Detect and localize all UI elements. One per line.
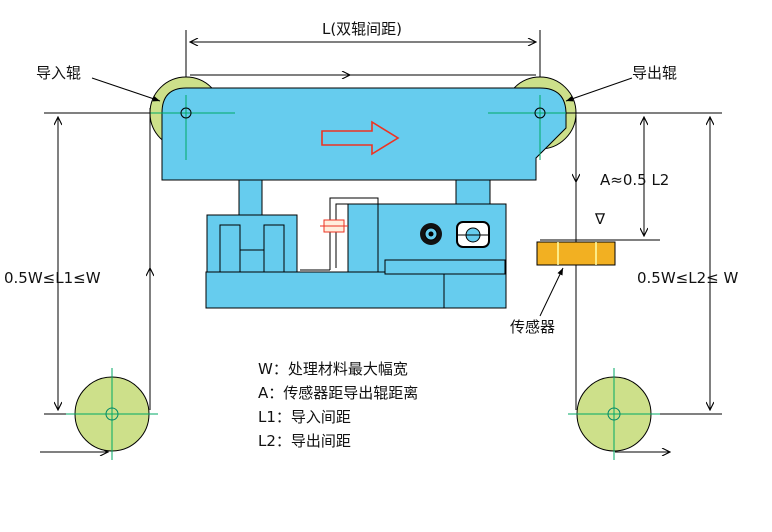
sensor-distance-label: A≈0.5 L2 bbox=[600, 171, 669, 189]
legend-item: W：处理材料最大幅宽 bbox=[258, 360, 408, 378]
adjustment-knob bbox=[420, 223, 442, 245]
entry-roller-leader bbox=[91, 77, 161, 102]
sensor-leader bbox=[539, 267, 564, 317]
legend-item: L2：导出间距 bbox=[258, 432, 351, 450]
legend-item: A：传感器距导出辊距离 bbox=[258, 384, 418, 402]
level-mark: ∇ bbox=[594, 210, 606, 228]
main-frame bbox=[161, 87, 567, 181]
span-label: L(双辊间距) bbox=[322, 20, 402, 38]
exit-roller-label: 导出辊 bbox=[632, 64, 677, 82]
legend: W：处理材料最大幅宽 A：传感器距导出辊距离 L1：导入间距 L2：导出间距 bbox=[258, 360, 418, 450]
exit-pivot bbox=[534, 107, 546, 119]
exit-roller-leader bbox=[565, 77, 633, 102]
left-span-label: 0.5W≤L1≤W bbox=[4, 269, 101, 287]
sensor-body bbox=[536, 241, 616, 266]
entry-roller-label: 导入辊 bbox=[36, 64, 81, 82]
guide-bracket bbox=[300, 197, 379, 272]
sensor-distance-dimension bbox=[540, 117, 660, 241]
flow-direction-arrow bbox=[321, 120, 400, 156]
lower-right-centerline bbox=[568, 368, 660, 460]
left-span-dimension bbox=[44, 112, 150, 415]
entry-pivot bbox=[180, 107, 192, 119]
sensor-label: 传感器 bbox=[510, 318, 555, 336]
right-span-label: 0.5W≤L2≤ W bbox=[637, 269, 738, 287]
right-span-dimension bbox=[566, 112, 722, 415]
bearing-block bbox=[456, 221, 490, 248]
lower-left-centerline bbox=[66, 368, 158, 460]
legend-item: L1：导入间距 bbox=[258, 408, 351, 426]
